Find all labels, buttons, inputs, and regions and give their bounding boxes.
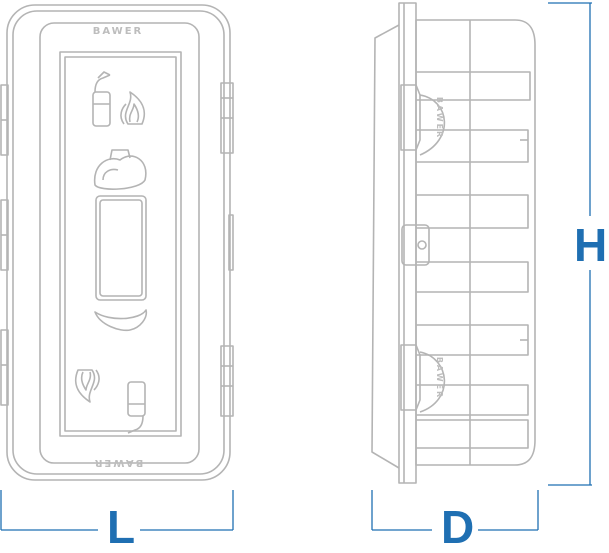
side-handle-top [419,94,446,156]
side-hinge-top [400,84,421,151]
right-latch-middle [228,214,234,271]
front-outer-shell [6,4,231,481]
brand-front-bottom: BAWER [93,457,143,468]
side-hinge-bottom [400,344,421,411]
front-window [59,51,182,437]
fire-extinguisher-icon [127,381,146,434]
front-view [0,4,234,481]
side-view [371,2,536,484]
left-hinge-bottom [0,329,9,406]
brand-side-upper: BAWER [435,97,444,139]
flame-icon [74,369,100,403]
dimension-label-width: L [107,501,136,553]
brand-side-lower: BAWER [435,357,444,399]
side-handle-bottom [419,351,446,413]
front-door-frame [39,22,200,464]
side-latch [401,224,430,266]
flame-icon [120,91,146,125]
right-latch-bottom [220,345,234,417]
side-latch-knob [417,240,427,250]
side-ribs [416,71,531,449]
fire-extinguisher-icon [92,71,111,127]
dimension-lines [0,2,592,531]
side-cover [415,19,536,466]
front-window-inner [64,56,177,432]
dimension-label-depth: D [441,501,475,553]
dimension-label-height: H [574,219,608,271]
side-back-shell [371,24,400,469]
extinguisher-silhouette-icon [93,149,148,332]
brand-front-top: BAWER [93,26,143,37]
front-inner-rim [12,10,225,475]
